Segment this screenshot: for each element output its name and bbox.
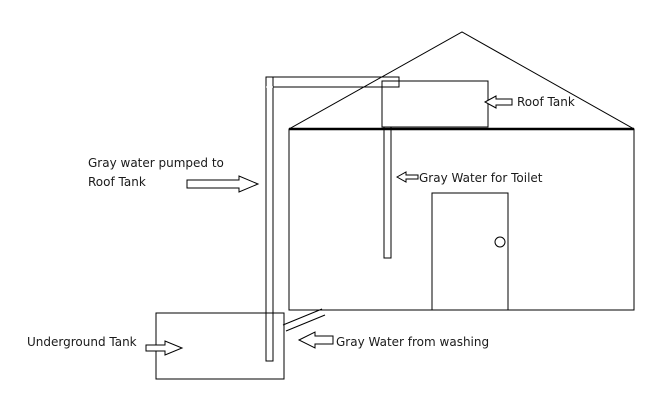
washing-arrow-icon — [297, 331, 334, 349]
toilet-arrow-icon — [395, 171, 419, 183]
washing-drain-pipe-upper — [282, 308, 323, 326]
toilet-pipe — [383, 126, 392, 259]
pumped-label-line1: Gray water pumped to — [88, 156, 224, 170]
toilet-label: Gray Water for Toilet — [419, 171, 543, 185]
pumped-arrow-icon — [186, 175, 260, 193]
roof-tank-arrow-icon — [483, 95, 513, 109]
underground-arrow-icon — [145, 340, 184, 356]
underground-tank-label: Underground Tank — [27, 335, 137, 349]
house-body — [288, 128, 635, 311]
washing-drain-pipe-lower — [285, 314, 326, 332]
pumped-label-line2: Roof Tank — [88, 175, 146, 189]
pump-pipe — [265, 76, 274, 362]
roof-tank-label: Roof Tank — [517, 95, 575, 109]
washing-label: Gray Water from washing — [336, 335, 489, 349]
door-knob — [494, 236, 506, 248]
roof-tank — [381, 80, 489, 128]
house-door — [431, 192, 509, 311]
house-roof — [288, 31, 635, 130]
